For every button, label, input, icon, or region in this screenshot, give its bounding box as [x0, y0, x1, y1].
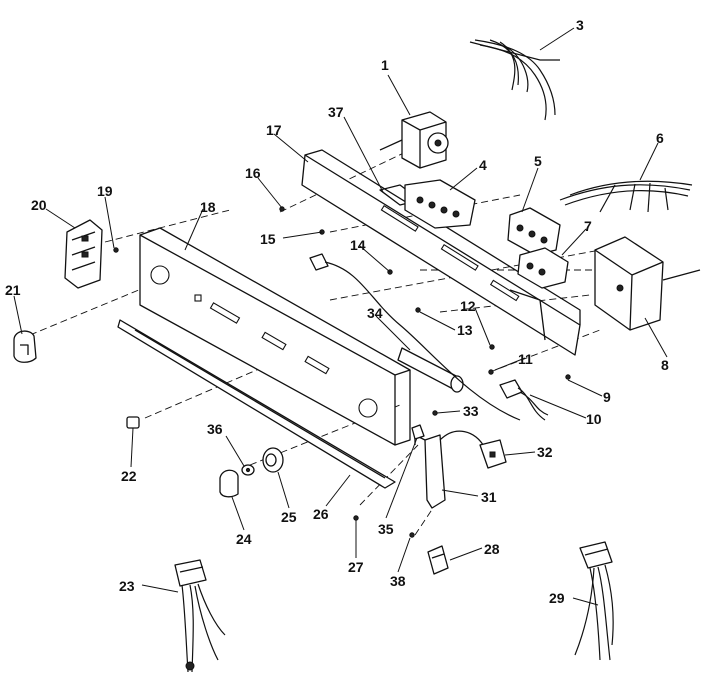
- part-7-switch: [517, 247, 569, 289]
- part-35-clip: [411, 424, 425, 440]
- part-29-harness: [574, 541, 614, 661]
- callout-18: 18: [200, 199, 216, 215]
- part-36-washer: [241, 464, 255, 476]
- callout-23: 23: [119, 578, 135, 594]
- callout-32: 32: [537, 444, 553, 460]
- callout-21: 21: [5, 282, 21, 298]
- callout-38: 38: [390, 573, 406, 589]
- callout-20: 20: [31, 197, 47, 213]
- callout-4: 4: [479, 157, 487, 173]
- callout-14: 14: [350, 237, 366, 253]
- callout-16: 16: [245, 165, 261, 181]
- callout-17: 17: [266, 122, 282, 138]
- callout-36: 36: [207, 421, 223, 437]
- part-18-control-panel: [139, 227, 411, 446]
- part-1-timer: [379, 111, 449, 169]
- callout-22: 22: [121, 468, 137, 484]
- callout-25: 25: [281, 509, 297, 525]
- callout-7: 7: [584, 218, 592, 234]
- screws: [113, 206, 571, 538]
- callout-1: 1: [381, 57, 389, 73]
- callout-10: 10: [586, 411, 602, 427]
- part-26-trim-strip: [117, 319, 396, 489]
- callout-37: 37: [328, 104, 344, 120]
- callout-24: 24: [236, 531, 252, 547]
- callout-19: 19: [97, 183, 113, 199]
- part-17-bracket: [301, 149, 581, 356]
- callout-15: 15: [260, 231, 276, 247]
- part-21-knob: [13, 330, 37, 363]
- callout-11: 11: [518, 351, 533, 367]
- connector-wire-assembly: [309, 253, 521, 421]
- part-22-plug: [126, 416, 140, 429]
- callout-27: 27: [348, 559, 364, 575]
- callout-5: 5: [534, 153, 542, 169]
- callout-29: 29: [549, 590, 565, 606]
- callout-12: 12: [460, 298, 476, 314]
- part-34-rod: [397, 347, 464, 393]
- part-6-wire-harness: [559, 180, 693, 213]
- callout-9: 9: [603, 389, 611, 405]
- callout-33: 33: [463, 403, 479, 419]
- callout-26: 26: [313, 506, 329, 522]
- callout-8: 8: [661, 357, 669, 373]
- part-28-connector: [427, 545, 449, 575]
- part-25-dial: [262, 447, 284, 473]
- callout-34: 34: [367, 305, 383, 321]
- part-23-harness: [174, 559, 226, 673]
- part-3-wire-harness: [469, 39, 560, 121]
- callout-28: 28: [484, 541, 500, 557]
- callout-3: 3: [576, 17, 584, 33]
- callout-35: 35: [378, 521, 394, 537]
- part-32-plug: [439, 430, 507, 469]
- callout-labels: 1 3 4 5 6 7 8 9 10 11 12 13 14 15 16 17 …: [5, 17, 669, 606]
- part-8-module: [594, 236, 701, 331]
- part-20-housing: [64, 219, 103, 289]
- part-4-switch: [404, 179, 476, 229]
- leader-lines: [13, 27, 668, 606]
- callout-13: 13: [457, 322, 473, 338]
- part-31-bracket: [414, 434, 446, 509]
- callout-6: 6: [656, 130, 664, 146]
- part-10-connector: [499, 379, 549, 421]
- part-5-switch: [507, 207, 561, 256]
- callout-31: 31: [481, 489, 497, 505]
- part-24-knob: [219, 469, 239, 498]
